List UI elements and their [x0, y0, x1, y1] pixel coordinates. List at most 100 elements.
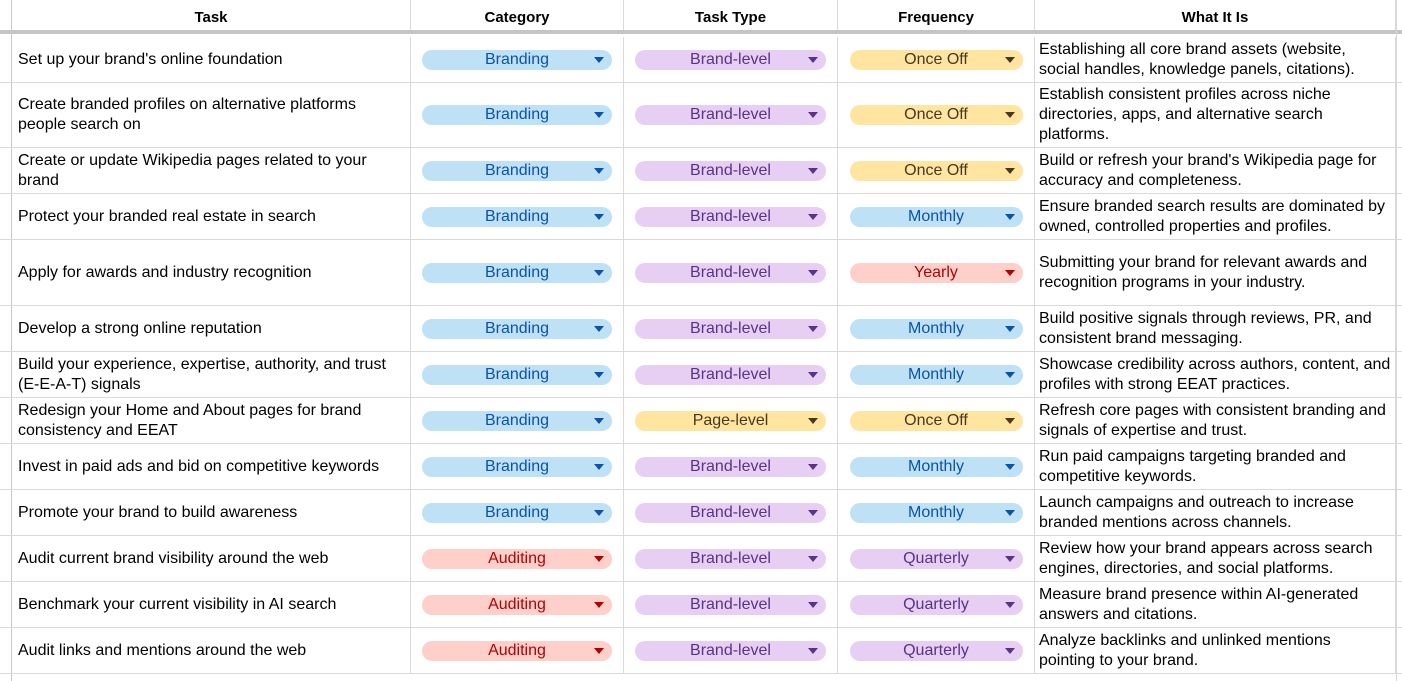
- dropdown-arrow-icon[interactable]: [594, 56, 604, 63]
- dropdown-arrow-icon[interactable]: [1004, 509, 1015, 516]
- task-cell[interactable]: Create or update Wikipedia pages related…: [12, 148, 411, 193]
- category-cell[interactable]: Branding: [411, 194, 624, 239]
- frequency-dropdown[interactable]: Once Off: [849, 410, 1023, 431]
- frequency-cell[interactable]: Yearly: [838, 240, 1035, 305]
- description-cell[interactable]: Showcase credibility across authors, con…: [1035, 352, 1396, 397]
- task-type-dropdown[interactable]: Brand-level: [635, 206, 826, 227]
- dropdown-arrow-icon[interactable]: [594, 213, 604, 220]
- task-type-cell[interactable]: Brand-level: [624, 240, 838, 305]
- dropdown-arrow-icon[interactable]: [1004, 167, 1015, 174]
- frequency-dropdown[interactable]: Once Off: [849, 160, 1023, 181]
- dropdown-arrow-icon[interactable]: [808, 269, 818, 276]
- category-dropdown[interactable]: Branding: [422, 104, 612, 125]
- dropdown-arrow-icon[interactable]: [1004, 325, 1015, 332]
- dropdown-arrow-icon[interactable]: [594, 509, 604, 516]
- dropdown-arrow-icon[interactable]: [594, 555, 604, 562]
- frequency-dropdown[interactable]: Once Off: [849, 104, 1023, 125]
- frequency-dropdown[interactable]: Quarterly: [849, 548, 1023, 569]
- description-cell[interactable]: Ensure branded search results are domina…: [1035, 194, 1396, 239]
- dropdown-arrow-icon[interactable]: [1004, 111, 1015, 118]
- frequency-dropdown[interactable]: Monthly: [849, 206, 1023, 227]
- header-category[interactable]: Category: [411, 0, 624, 30]
- task-type-cell[interactable]: Brand-level: [624, 82, 838, 147]
- category-dropdown[interactable]: Branding: [422, 364, 612, 385]
- category-dropdown[interactable]: Branding: [422, 410, 612, 431]
- frequency-cell[interactable]: Once Off: [838, 37, 1035, 82]
- task-type-cell[interactable]: Brand-level: [624, 306, 838, 351]
- frequency-cell[interactable]: Monthly: [838, 306, 1035, 351]
- dropdown-arrow-icon[interactable]: [808, 213, 818, 220]
- dropdown-arrow-icon[interactable]: [808, 647, 818, 654]
- task-cell[interactable]: Create branded profiles on alternative p…: [12, 82, 411, 147]
- header-task-type[interactable]: Task Type: [624, 0, 838, 30]
- category-dropdown[interactable]: Auditing: [422, 594, 612, 615]
- task-type-cell[interactable]: Brand-level: [624, 582, 838, 627]
- dropdown-arrow-icon[interactable]: [594, 269, 604, 276]
- category-dropdown[interactable]: Branding: [422, 262, 612, 283]
- description-cell[interactable]: Build or refresh your brand's Wikipedia …: [1035, 148, 1396, 193]
- task-type-dropdown[interactable]: Brand-level: [635, 49, 826, 70]
- task-type-dropdown[interactable]: Brand-level: [635, 364, 826, 385]
- dropdown-arrow-icon[interactable]: [808, 417, 818, 424]
- frequency-cell[interactable]: Monthly: [838, 352, 1035, 397]
- frequency-cell[interactable]: Once Off: [838, 82, 1035, 147]
- dropdown-arrow-icon[interactable]: [808, 167, 818, 174]
- task-cell[interactable]: Audit current brand visibility around th…: [12, 536, 411, 581]
- task-cell[interactable]: Protect your branded real estate in sear…: [12, 194, 411, 239]
- header-what-it-is[interactable]: What It Is: [1035, 0, 1396, 30]
- task-type-dropdown[interactable]: Brand-level: [635, 640, 826, 661]
- task-type-cell[interactable]: Brand-level: [624, 148, 838, 193]
- category-dropdown[interactable]: Branding: [422, 49, 612, 70]
- description-cell[interactable]: Submitting your brand for relevant award…: [1035, 240, 1396, 305]
- description-cell[interactable]: Establish consistent profiles across nic…: [1035, 82, 1396, 147]
- dropdown-arrow-icon[interactable]: [594, 167, 604, 174]
- dropdown-arrow-icon[interactable]: [594, 111, 604, 118]
- task-type-cell[interactable]: Brand-level: [624, 352, 838, 397]
- description-cell[interactable]: Refresh core pages with consistent brand…: [1035, 398, 1396, 443]
- task-type-dropdown[interactable]: Brand-level: [635, 548, 826, 569]
- task-type-cell[interactable]: Brand-level: [624, 536, 838, 581]
- category-cell[interactable]: Branding: [411, 37, 624, 82]
- frequency-dropdown[interactable]: Yearly: [849, 262, 1023, 283]
- frequency-dropdown[interactable]: Quarterly: [849, 594, 1023, 615]
- task-cell[interactable]: Develop a strong online reputation: [12, 306, 411, 351]
- description-cell[interactable]: Build positive signals through reviews, …: [1035, 306, 1396, 351]
- task-cell[interactable]: Invest in paid ads and bid on competitiv…: [12, 444, 411, 489]
- category-dropdown[interactable]: Branding: [422, 206, 612, 227]
- description-cell[interactable]: Run paid campaigns targeting branded and…: [1035, 444, 1396, 489]
- task-type-cell[interactable]: Brand-level: [624, 194, 838, 239]
- category-cell[interactable]: Auditing: [411, 628, 624, 673]
- dropdown-arrow-icon[interactable]: [1004, 213, 1015, 220]
- task-cell[interactable]: Audit links and mentions around the web: [12, 628, 411, 673]
- task-type-dropdown[interactable]: Brand-level: [635, 456, 826, 477]
- dropdown-arrow-icon[interactable]: [1004, 463, 1015, 470]
- dropdown-arrow-icon[interactable]: [594, 371, 604, 378]
- frequency-cell[interactable]: Once Off: [838, 148, 1035, 193]
- frequency-dropdown[interactable]: Monthly: [849, 318, 1023, 339]
- row-header-gutter[interactable]: [0, 0, 12, 681]
- task-cell[interactable]: Apply for awards and industry recognitio…: [12, 240, 411, 305]
- task-type-dropdown[interactable]: Brand-level: [635, 502, 826, 523]
- frequency-cell[interactable]: Monthly: [838, 444, 1035, 489]
- category-cell[interactable]: Auditing: [411, 582, 624, 627]
- category-cell[interactable]: Branding: [411, 444, 624, 489]
- dropdown-arrow-icon[interactable]: [1004, 417, 1015, 424]
- frequency-dropdown[interactable]: Once Off: [849, 49, 1023, 70]
- task-type-cell[interactable]: Brand-level: [624, 444, 838, 489]
- task-type-dropdown[interactable]: Brand-level: [635, 318, 826, 339]
- frequency-cell[interactable]: Quarterly: [838, 536, 1035, 581]
- dropdown-arrow-icon[interactable]: [1004, 647, 1015, 654]
- dropdown-arrow-icon[interactable]: [1004, 601, 1015, 608]
- task-type-cell[interactable]: Brand-level: [624, 37, 838, 82]
- description-cell[interactable]: Review how your brand appears across sea…: [1035, 536, 1396, 581]
- category-cell[interactable]: Branding: [411, 490, 624, 535]
- header-frequency[interactable]: Frequency: [838, 0, 1035, 30]
- dropdown-arrow-icon[interactable]: [594, 463, 604, 470]
- task-type-dropdown[interactable]: Brand-level: [635, 262, 826, 283]
- dropdown-arrow-icon[interactable]: [594, 647, 604, 654]
- dropdown-arrow-icon[interactable]: [1004, 371, 1015, 378]
- dropdown-arrow-icon[interactable]: [594, 325, 604, 332]
- category-dropdown[interactable]: Branding: [422, 160, 612, 181]
- description-cell[interactable]: Establishing all core brand assets (webs…: [1035, 37, 1396, 82]
- task-type-cell[interactable]: Page-level: [624, 398, 838, 443]
